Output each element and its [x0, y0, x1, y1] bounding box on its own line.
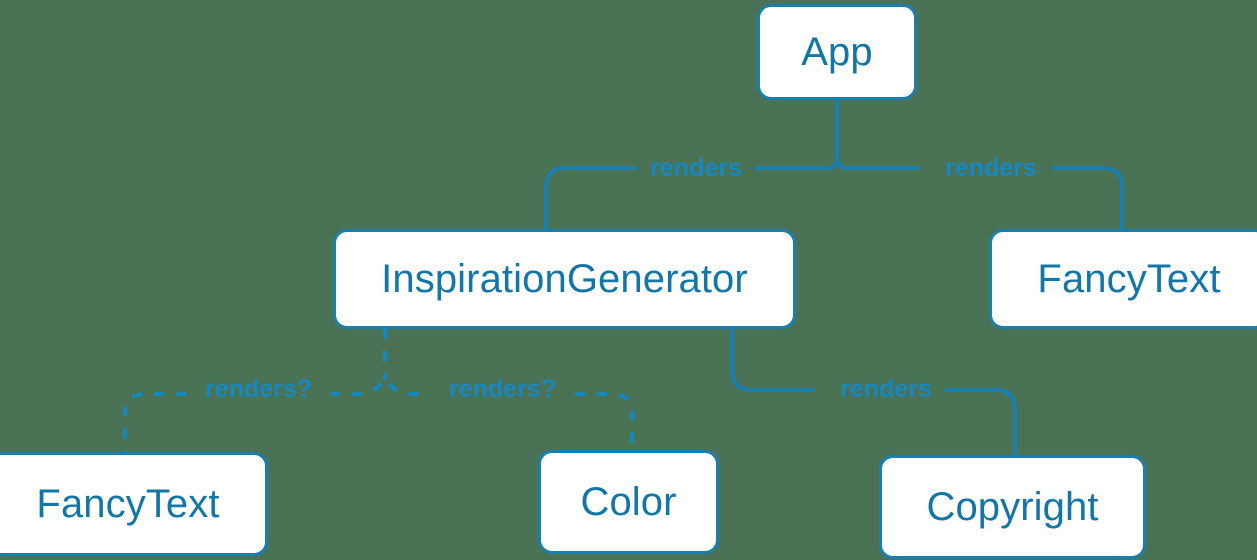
- edge-label-inspirationgenerator-to-copyright: renders: [840, 375, 932, 403]
- edge-inspirationgenerator-to-fancytext-dashed: [123, 382, 383, 452]
- node-color[interactable]: Color: [538, 450, 719, 554]
- edge-app-to-fancytext: [845, 166, 1124, 231]
- edge-app-trunk-left: [825, 156, 839, 170]
- edge-label-inspirationgenerator-to-fancytext: renders?: [205, 375, 312, 403]
- edge-inspirationgenerator-to-color-dashed: [387, 382, 634, 450]
- edge-label-app-to-fancytext: renders: [945, 154, 1037, 182]
- node-copyright[interactable]: Copyright: [879, 455, 1146, 559]
- node-inspirationgenerator[interactable]: InspirationGenerator: [333, 229, 796, 329]
- edge-app-to-inspirationgenerator: [544, 166, 829, 231]
- node-fancytext-top[interactable]: FancyText: [989, 229, 1257, 329]
- edge-inspirationgenerator-to-copyright: [730, 327, 1017, 457]
- node-fancytext-top-label: FancyText: [1037, 257, 1221, 301]
- node-inspirationgenerator-label: InspirationGenerator: [381, 257, 748, 301]
- node-fancytext-bottom-label: FancyText: [36, 482, 220, 526]
- edge-label-inspirationgenerator-to-color: renders?: [449, 375, 556, 403]
- node-copyright-label: Copyright: [926, 485, 1099, 529]
- edge-label-app-to-inspirationgenerator: renders: [650, 154, 742, 182]
- node-fancytext-bottom[interactable]: FancyText: [0, 452, 268, 556]
- node-app[interactable]: App: [757, 4, 917, 100]
- node-app-label: App: [801, 30, 873, 74]
- node-color-label: Color: [580, 480, 677, 524]
